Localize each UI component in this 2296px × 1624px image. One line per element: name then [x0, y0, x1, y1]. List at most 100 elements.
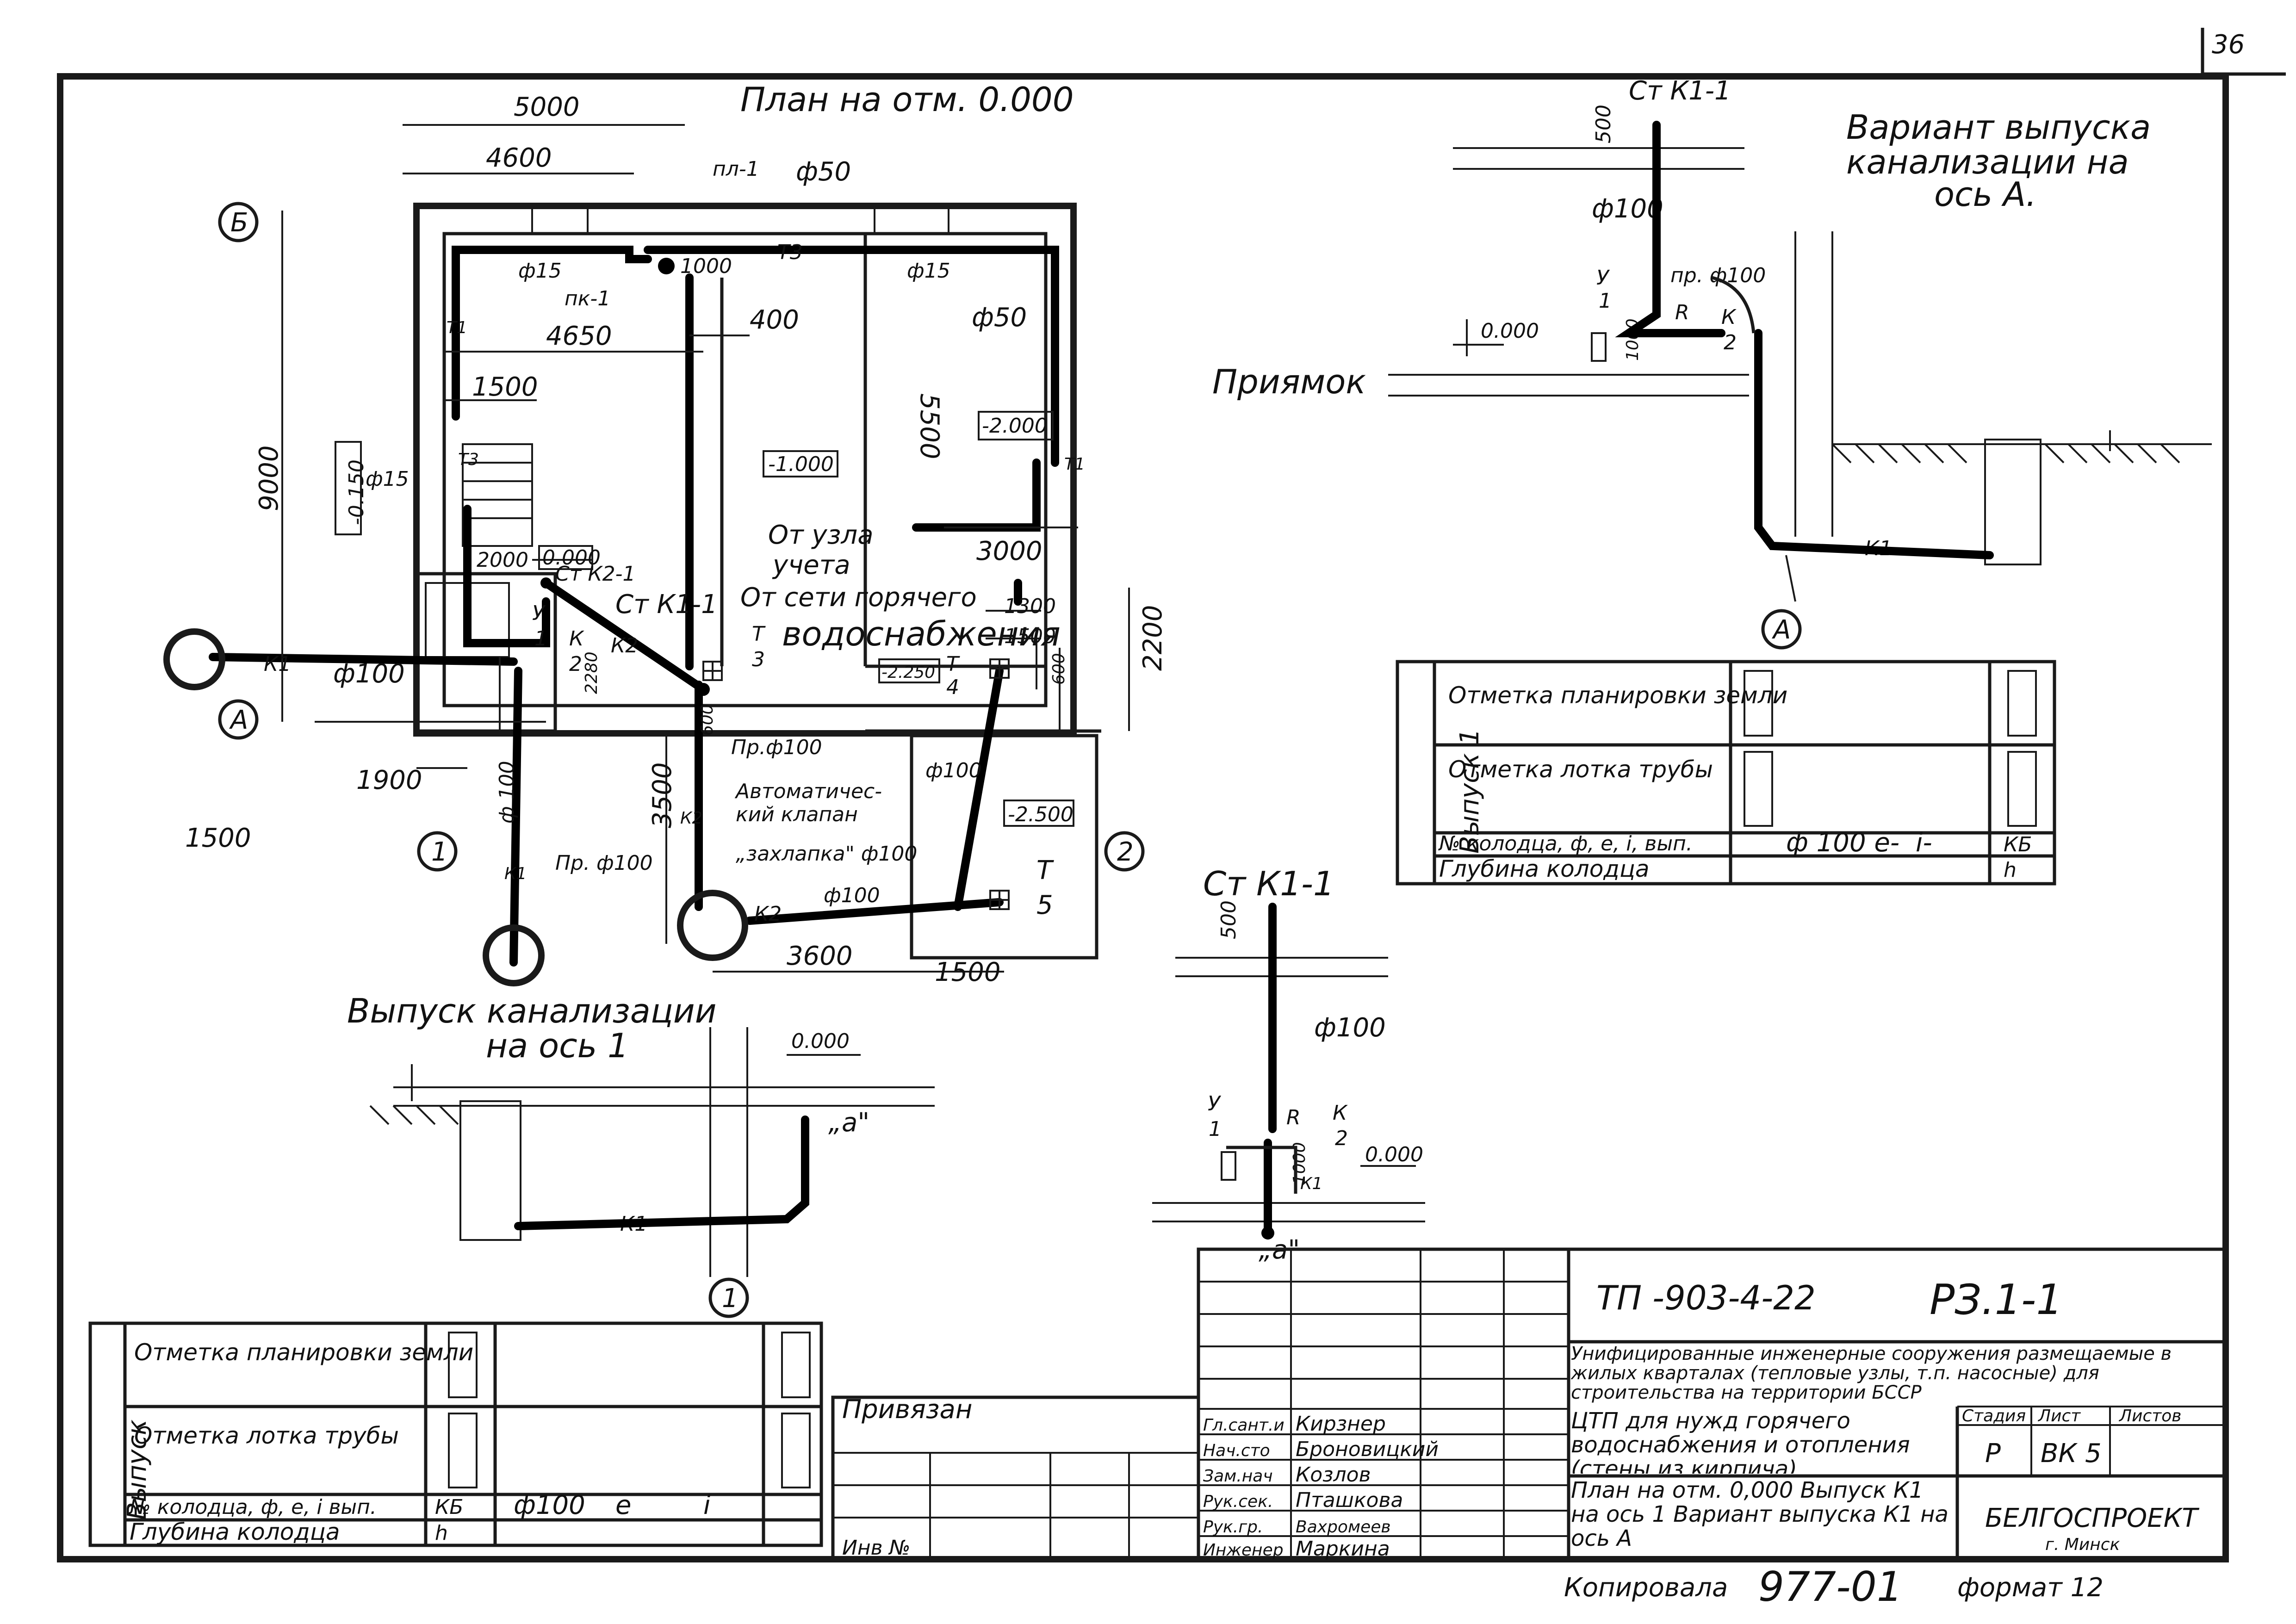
dim-1900: 1900 — [356, 765, 422, 795]
plan-title: План на отм. 0.000 — [740, 80, 1074, 119]
dim-600-b: 600 — [698, 704, 717, 736]
variant-geometry — [1388, 147, 2212, 602]
label-d100-down: ф 100 — [495, 761, 519, 824]
dim-2280: 2280 — [582, 651, 601, 694]
variant-level: 0.000 — [1481, 319, 1539, 343]
label-from-hw-1: От сети горячего — [740, 583, 977, 613]
axis-2 — [1104, 831, 1145, 872]
table-left-side: Выпуск — [122, 1419, 152, 1520]
table-left: Выпуск Отметка планировки земли Отметка … — [88, 1321, 823, 1547]
label-t5-den: 5 — [1036, 890, 1053, 920]
label-k2-v: К2 — [680, 809, 702, 828]
building-inner — [442, 232, 1048, 707]
label-t4-num: Т — [946, 652, 960, 676]
variant-axis — [1761, 609, 1802, 650]
stamp-role-1: Гл.сант.и — [1203, 1416, 1285, 1435]
variant-y1-num: У — [1596, 266, 1610, 290]
stk-y1-den: 1 — [1209, 1117, 1222, 1141]
table-left-v1: КБ — [435, 1495, 463, 1519]
plan-view: План на отм. 0.000 — [163, 80, 1168, 987]
outlet-ground-hatch — [369, 1105, 459, 1125]
label-valve-2: кий клапан — [736, 803, 858, 826]
table-right-row4: Глубина колодца — [1439, 855, 1650, 882]
variant-stk11: Ст К1-1 — [1629, 76, 1731, 106]
stamp-role-6: Инженер — [1203, 1541, 1284, 1560]
dim-1500-a: 1500 — [472, 372, 538, 402]
stk-k1: К1 — [1300, 1174, 1322, 1193]
variant-pit: Приямок — [1212, 362, 1366, 401]
label-t1-left: Т1 — [447, 318, 467, 337]
table-left-v4: i — [703, 1490, 711, 1520]
table-left-row1: Отметка планировки земли — [134, 1339, 473, 1366]
axis-b-label: Б — [230, 208, 248, 238]
dim-5000: 5000 — [514, 92, 580, 122]
well-left — [163, 628, 225, 690]
dim-1500-d: 1500 — [185, 823, 251, 853]
label-d100-r: ф100 — [925, 759, 982, 782]
stk-v1000: 1000 — [1290, 1142, 1309, 1184]
drain-t5 — [989, 890, 1010, 910]
page-number: 36 — [2212, 30, 2245, 60]
variant-axis-label: А — [1772, 615, 1791, 645]
label-from-node-1: От узла — [768, 520, 874, 550]
variant-dim500: 500 — [1592, 105, 1615, 143]
drain-t4 — [989, 658, 1010, 679]
label-t3-num: Т — [752, 622, 766, 646]
stamp-stage: Р — [1985, 1438, 2001, 1469]
dim-2200: 2200 — [1138, 605, 1168, 671]
stk-level: 0.000 — [1365, 1143, 1423, 1166]
footer-format: формат 12 — [1957, 1573, 2104, 1603]
label-k2-num: К — [569, 627, 584, 651]
label-from-hw-2: водоснабжения — [782, 614, 1061, 653]
riser-stk21 — [540, 577, 552, 589]
variant-k2-den: 2 — [1724, 331, 1737, 354]
stamp-privyazan: Привязан — [842, 1395, 972, 1425]
outlet-axis — [708, 1277, 749, 1318]
label-t3-den: 3 — [752, 648, 765, 671]
stamp-col-stage: Стадия — [1962, 1407, 2026, 1426]
label-d50-right: ф50 — [972, 303, 1027, 333]
label-d15-right: ф15 — [907, 259, 950, 283]
label-stk11: Ст К1-1 — [615, 589, 718, 620]
label-valve-3: „захлапка" ф100 — [736, 842, 917, 866]
pit-lower — [910, 734, 1098, 960]
stamp-name-4: Пташкова — [1296, 1488, 1403, 1512]
stamp-object-title: ЦТП для нужд горячего водоснабжения и от… — [1571, 1409, 1910, 1474]
level-m2000: -2.000 — [982, 414, 1048, 438]
dim-1500-c: 1500 — [935, 957, 1001, 987]
table-right-row1: Отметка планировки земли — [1448, 682, 1787, 709]
label-t3-stair: Т3 — [458, 450, 479, 469]
stamp-role-4: Рук.сек. — [1203, 1492, 1273, 1511]
table-right-v2: i- — [1916, 828, 1932, 858]
label-from-node-2: учета — [772, 550, 850, 580]
stk-d100: ф100 — [1314, 1013, 1386, 1043]
axis-a-label: А — [229, 705, 248, 735]
building-outline — [413, 203, 1077, 737]
variant-k2-num: К — [1721, 305, 1737, 329]
label-d15-stair: ф15 — [366, 467, 409, 491]
dim-3600: 3600 — [787, 941, 853, 971]
stk-title: Ст К1-1 — [1203, 864, 1334, 903]
label-t1-right: Т1 — [1064, 455, 1085, 474]
drain-t3 — [702, 661, 723, 681]
stamp-city: г. Минск — [2045, 1535, 2120, 1554]
stamp-name-1: Кирзнер — [1296, 1412, 1386, 1436]
table-right: Выпуск 1 Отметка планировки земли Отметк… — [1396, 660, 2056, 886]
outlet-title-2: на ось 1 — [486, 1026, 629, 1065]
stamp-name-2: Броновицкий — [1296, 1438, 1439, 1461]
riser-stk11 — [697, 683, 710, 696]
dim-4650: 4650 — [546, 321, 612, 351]
axis-1 — [417, 831, 458, 872]
level-m0150: -0.150 — [345, 459, 368, 525]
table-right-side: Выпуск 1 — [1455, 729, 1485, 854]
stamp-sheet-code: РЗ.1-1 — [1930, 1276, 2063, 1324]
axis-b — [218, 202, 259, 242]
stk-detail: Ст К1-1 500 ф100 У 1 R К 2 0.000 1000 К1… — [1152, 864, 1425, 1265]
stamp-sheet: ВК 5 — [2041, 1438, 2102, 1469]
variant-title-1: Вариант выпуска — [1846, 108, 2151, 147]
axis-1-label: 1 — [431, 837, 448, 867]
stamp-role-2: Нач.сто — [1203, 1441, 1270, 1460]
stamp-org: БЕЛГОСПРОЕКТ — [1985, 1503, 2199, 1533]
table-left-row3: № колодца, ф, е, i вып. — [128, 1495, 377, 1519]
